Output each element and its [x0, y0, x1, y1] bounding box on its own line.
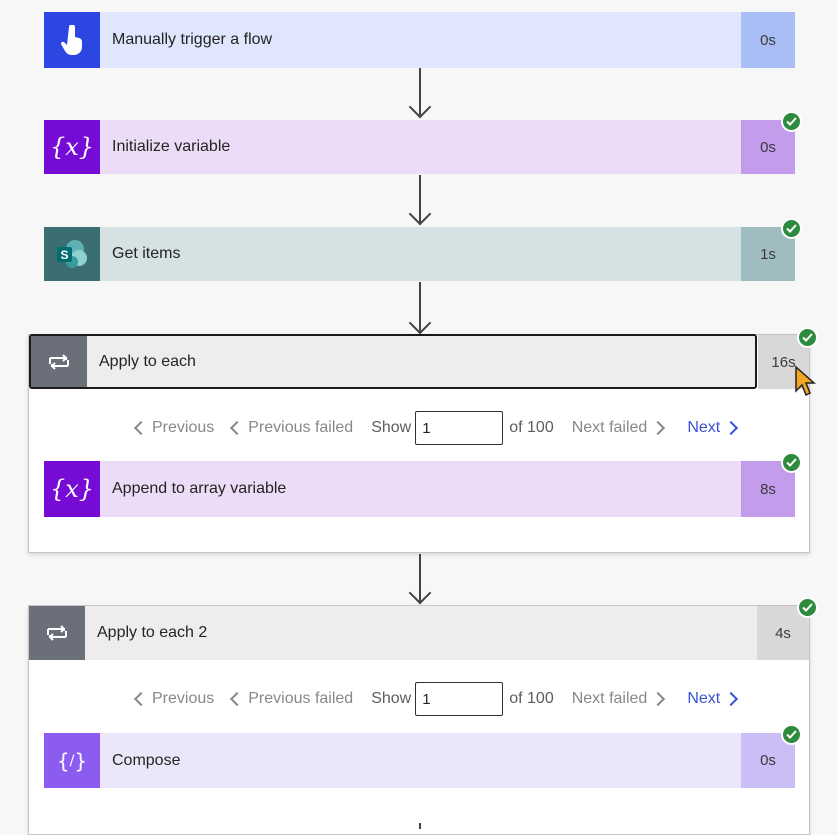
- loop-pager: Previous Previous failed Show of 100 Nex…: [133, 681, 739, 717]
- variable-icon: {x}: [44, 120, 100, 174]
- loop-title: Apply to each 2: [97, 624, 208, 641]
- step-title: Get items: [112, 245, 181, 262]
- loop-icon: [31, 336, 87, 387]
- previous-button[interactable]: Previous: [133, 690, 215, 708]
- next-failed-button[interactable]: Next failed: [571, 419, 666, 437]
- iteration-input[interactable]: [415, 411, 504, 445]
- previous-failed-button[interactable]: Previous failed: [230, 690, 354, 708]
- loop-title: Apply to each: [99, 352, 196, 370]
- previous-failed-button[interactable]: Previous failed: [230, 419, 354, 437]
- connector-arrow: [419, 175, 421, 223]
- sharepoint-icon: S: [44, 227, 100, 281]
- next-button[interactable]: Next: [687, 690, 739, 708]
- hand-tap-icon: [44, 12, 100, 68]
- apply-to-each-2-header[interactable]: Apply to each 2 4s: [29, 606, 809, 660]
- of-total-label: of 100: [509, 419, 554, 436]
- success-check-icon: [797, 597, 818, 618]
- step-title: Initialize variable: [112, 138, 231, 155]
- show-label: Show: [371, 690, 412, 707]
- step-title: Manually trigger a flow: [112, 31, 273, 48]
- success-check-icon: [781, 452, 802, 473]
- connector-arrow: [419, 282, 421, 332]
- next-failed-label: Next failed: [571, 690, 648, 707]
- step-duration: 0s: [741, 12, 795, 68]
- show-label: Show: [371, 419, 412, 436]
- connector-arrow: [419, 554, 421, 602]
- loop-icon: [29, 606, 85, 660]
- next-label: Next: [687, 690, 721, 707]
- step-manually-trigger[interactable]: Manually trigger a flow 0s: [44, 12, 795, 68]
- compose-icon: {∕}: [44, 733, 100, 788]
- step-title: Append to array variable: [112, 480, 287, 497]
- svg-text:S: S: [60, 248, 68, 262]
- success-check-icon: [781, 218, 802, 239]
- success-check-icon: [781, 111, 802, 132]
- mouse-cursor-icon: [794, 365, 816, 402]
- next-label: Next: [687, 419, 721, 436]
- step-get-items[interactable]: S Get items 1s: [44, 227, 795, 281]
- variable-icon: {x}: [44, 461, 100, 517]
- step-append-to-array-variable[interactable]: {x} Append to array variable 8s: [44, 461, 795, 517]
- apply-to-each-header[interactable]: Apply to each: [29, 334, 757, 389]
- iteration-input[interactable]: [415, 682, 504, 716]
- step-initialize-variable[interactable]: {x} Initialize variable 0s: [44, 120, 795, 174]
- loop-pager: Previous Previous failed Show of 100 Nex…: [133, 410, 739, 446]
- previous-failed-label: Previous failed: [248, 690, 354, 707]
- next-button[interactable]: Next: [687, 419, 739, 437]
- of-total-label: of 100: [509, 690, 554, 707]
- step-compose[interactable]: {∕} Compose 0s: [44, 733, 795, 788]
- next-failed-button[interactable]: Next failed: [571, 690, 666, 708]
- success-check-icon: [797, 327, 818, 348]
- connector-line: [419, 823, 421, 829]
- previous-label: Previous: [152, 419, 215, 436]
- previous-label: Previous: [152, 690, 215, 707]
- previous-button[interactable]: Previous: [133, 419, 215, 437]
- next-failed-label: Next failed: [571, 419, 648, 436]
- previous-failed-label: Previous failed: [248, 419, 354, 436]
- connector-arrow: [419, 68, 421, 116]
- success-check-icon: [781, 724, 802, 745]
- step-title: Compose: [112, 751, 181, 769]
